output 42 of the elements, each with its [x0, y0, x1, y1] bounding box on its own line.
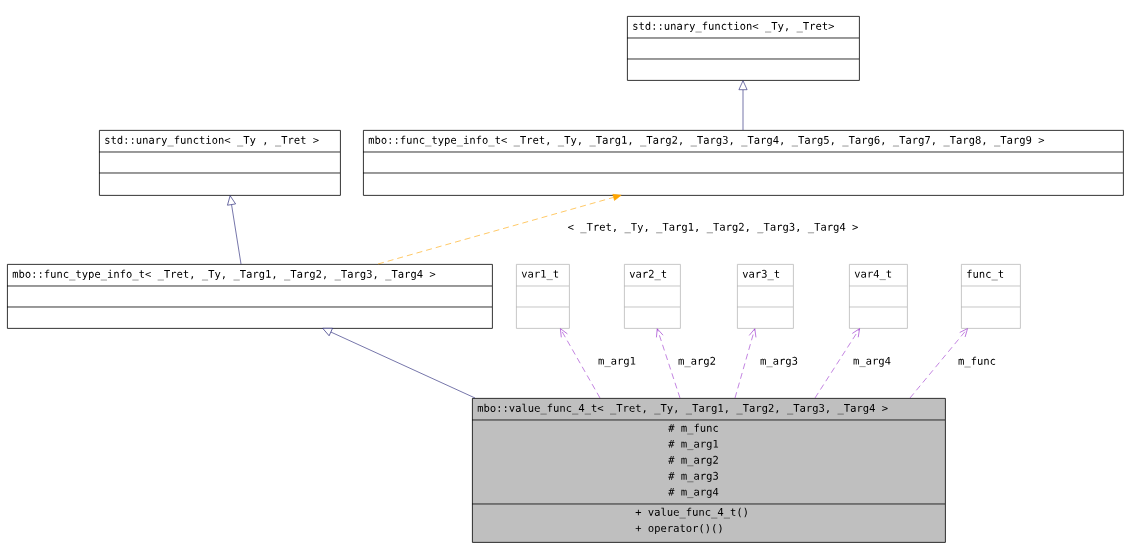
class-name: var4_t — [854, 269, 892, 281]
class-box — [736, 264, 794, 329]
dashed-arrow — [656, 328, 681, 399]
class-box — [362, 130, 1124, 196]
dashed-arrow — [560, 328, 601, 399]
edge-label: m_arg2 — [678, 356, 716, 368]
edge-label: m_arg3 — [760, 356, 798, 368]
class-box — [848, 264, 908, 329]
class-name: mbo::value_func_4_t< _Tret, _Ty, _Targ1, _Targ2, _Targ3, _Targ4 > — [477, 403, 888, 415]
member-text: # m_arg1 — [668, 439, 719, 451]
dashed-arrow — [909, 328, 968, 399]
class-name: func_t — [967, 269, 1004, 281]
edge-label: m_arg4 — [853, 356, 891, 368]
class-box — [515, 264, 570, 329]
dashed-arrow — [734, 328, 757, 399]
class-box — [623, 264, 681, 329]
inheritance-arrow — [227, 195, 242, 265]
dashed-arrow — [377, 194, 622, 265]
class-box — [98, 130, 341, 196]
member-text: # m_arg3 — [668, 471, 718, 483]
member-text: + operator()() — [635, 523, 722, 535]
class-box — [960, 264, 1021, 329]
class-name: var3_t — [742, 269, 780, 281]
dashed-arrow — [814, 328, 860, 399]
member-text: # m_arg2 — [668, 455, 718, 467]
class-name: mbo::func_type_info_t< _Tret, _Ty, _Targ1, _Targ2, _Targ3, _Targ4, _Targ5, _Targ6, _Targ7, _Targ8, _Targ9 > — [368, 135, 1045, 147]
class-box — [6, 264, 493, 329]
class-name: std::unary_function< _Ty, _Tret> — [633, 21, 834, 33]
edge-label: m_arg1 — [598, 356, 636, 368]
class-box — [471, 398, 946, 543]
class-name: var2_t — [629, 269, 667, 281]
class-name: mbo::func_type_info_t< _Tret, _Ty, _Targ1, _Targ2, _Targ3, _Targ4 > — [12, 269, 436, 281]
edge-label: < _Tret, _Ty, _Targ1, _Targ2, _Targ3, _Targ4 > — [568, 222, 858, 234]
member-text: # m_func — [668, 423, 718, 435]
class-name: var1_t — [521, 269, 559, 281]
inheritance-arrow — [738, 80, 748, 131]
member-text: + value_func_4_t() — [635, 507, 747, 519]
class-box — [626, 16, 860, 81]
class-name: std::unary_function< _Ty , _Tret > — [105, 135, 319, 147]
inheritance-arrow — [322, 327, 476, 399]
edge-label: m_func — [958, 356, 996, 368]
member-text: # m_arg4 — [668, 487, 719, 499]
